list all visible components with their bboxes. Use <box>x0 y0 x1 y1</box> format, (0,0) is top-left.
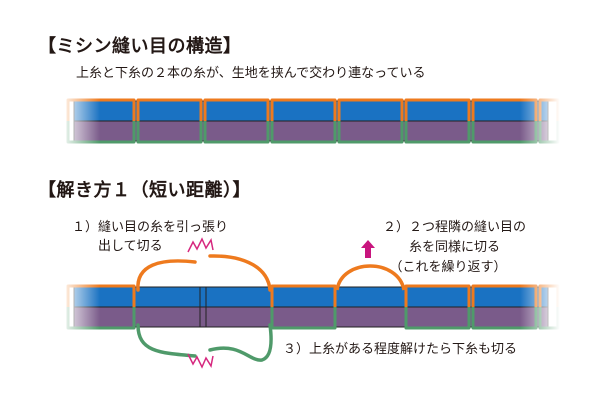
lower-thread-stitch <box>337 121 404 144</box>
upper-thread-stitch <box>337 98 404 121</box>
upper-thread-stitch <box>270 284 337 307</box>
fabric-top-layer <box>73 100 549 122</box>
upper-thread-stitch <box>270 98 337 121</box>
upper-thread-stitch <box>203 98 270 121</box>
step2-line1: ２）２つ程隣の縫い目の <box>383 220 527 235</box>
step2-line3: （これを繰り返す） <box>383 260 507 275</box>
stitch-row-structure <box>60 95 560 147</box>
section1-description: 上糸と下糸の２本の糸が、生地を挟んで交わり連なっている <box>76 66 426 81</box>
pulled-upper-thread-loop <box>335 264 406 291</box>
cut-upper-thread-left <box>136 259 197 292</box>
pull-up-arrow-icon <box>361 240 375 258</box>
fabric-top-layer <box>73 286 549 308</box>
stitch-row-unpicking <box>60 237 560 369</box>
cut-lower-thread-right <box>208 323 273 362</box>
lower-thread-stitch <box>136 121 203 144</box>
step3-text: ３）上糸がある程度解けたら下糸も切る <box>283 342 518 357</box>
lower-thread-stitch <box>203 121 270 144</box>
step1-line1: １）縫い目の糸を引っ張り <box>72 220 229 235</box>
cut-mark-top <box>187 237 214 253</box>
upper-thread-stitch <box>404 98 471 121</box>
cut-lower-thread-left <box>136 323 197 358</box>
lower-thread-stitch <box>404 121 471 144</box>
lower-thread-stitch <box>270 121 337 144</box>
lower-thread-stitch <box>404 307 471 330</box>
fabric-bottom-layer <box>73 306 549 328</box>
step1-line2: 出して切る <box>72 239 163 254</box>
upper-thread-stitch <box>404 284 471 307</box>
cut-upper-thread-right <box>208 254 272 292</box>
cut-mark-bottom <box>187 353 214 369</box>
lower-thread-stitch <box>270 307 337 330</box>
step2-line2: 糸を同様に切る <box>383 240 501 255</box>
fabric-bottom-layer <box>73 120 549 142</box>
section1-title: 【ミシン縫い目の構造】 <box>38 36 242 57</box>
upper-thread-stitch <box>136 98 203 121</box>
section2-title: 【解き方１（短い距離）】 <box>38 180 251 201</box>
